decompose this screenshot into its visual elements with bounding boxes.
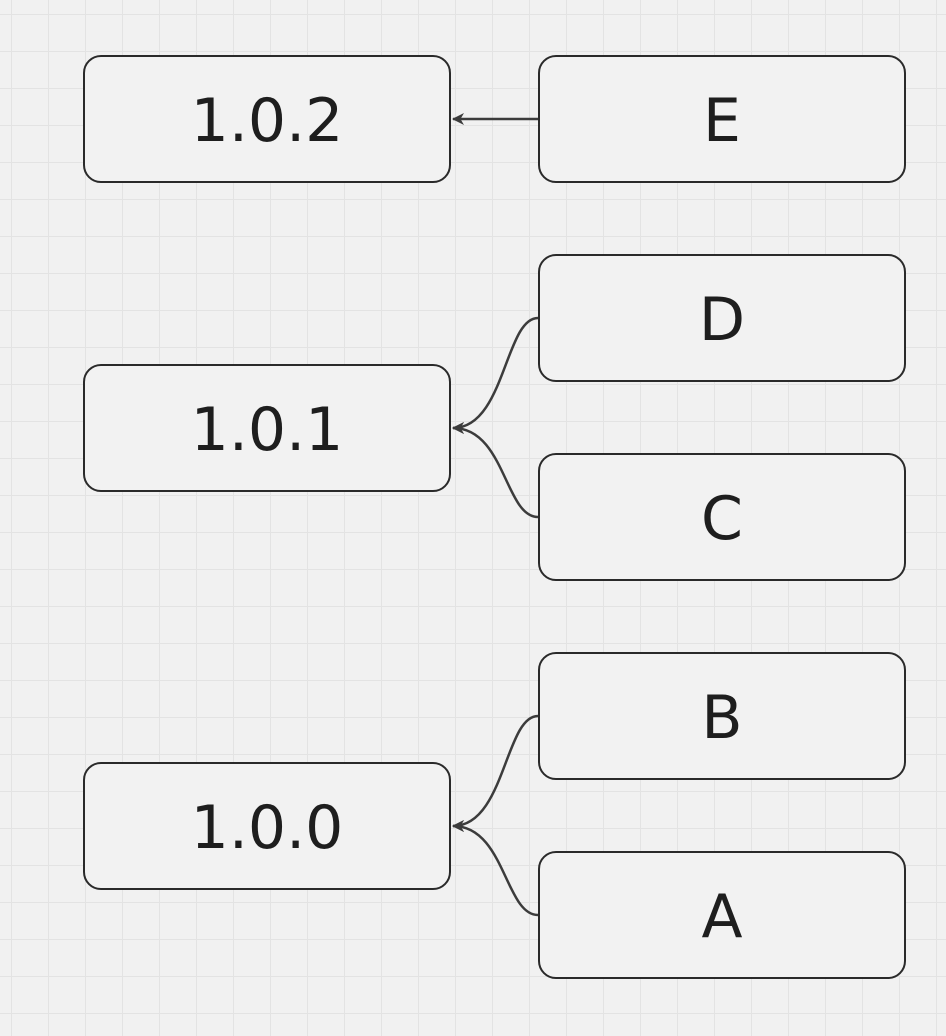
version-node-1-0-2[interactable]: 1.0.2 bbox=[83, 55, 451, 183]
version-node-1-0-0[interactable]: 1.0.0 bbox=[83, 762, 451, 890]
feature-label: C bbox=[701, 484, 743, 554]
version-node-1-0-1[interactable]: 1.0.1 bbox=[83, 364, 451, 492]
version-label: 1.0.1 bbox=[190, 395, 344, 465]
feature-node-d[interactable]: D bbox=[538, 254, 906, 382]
feature-label: D bbox=[698, 285, 746, 355]
feature-label: E bbox=[703, 86, 741, 156]
feature-node-b[interactable]: B bbox=[538, 652, 906, 780]
version-label: 1.0.0 bbox=[190, 793, 344, 863]
edge-d-to-1-0-1 bbox=[452, 316, 539, 434]
feature-node-e[interactable]: E bbox=[538, 55, 906, 183]
edge-c-to-1-0-1 bbox=[452, 422, 539, 519]
feature-label: A bbox=[701, 882, 743, 952]
feature-label: B bbox=[701, 683, 743, 753]
feature-node-a[interactable]: A bbox=[538, 851, 906, 979]
edge-a-to-1-0-0 bbox=[452, 820, 539, 917]
edge-b-to-1-0-0 bbox=[452, 714, 539, 832]
feature-node-c[interactable]: C bbox=[538, 453, 906, 581]
version-label: 1.0.2 bbox=[190, 86, 344, 156]
